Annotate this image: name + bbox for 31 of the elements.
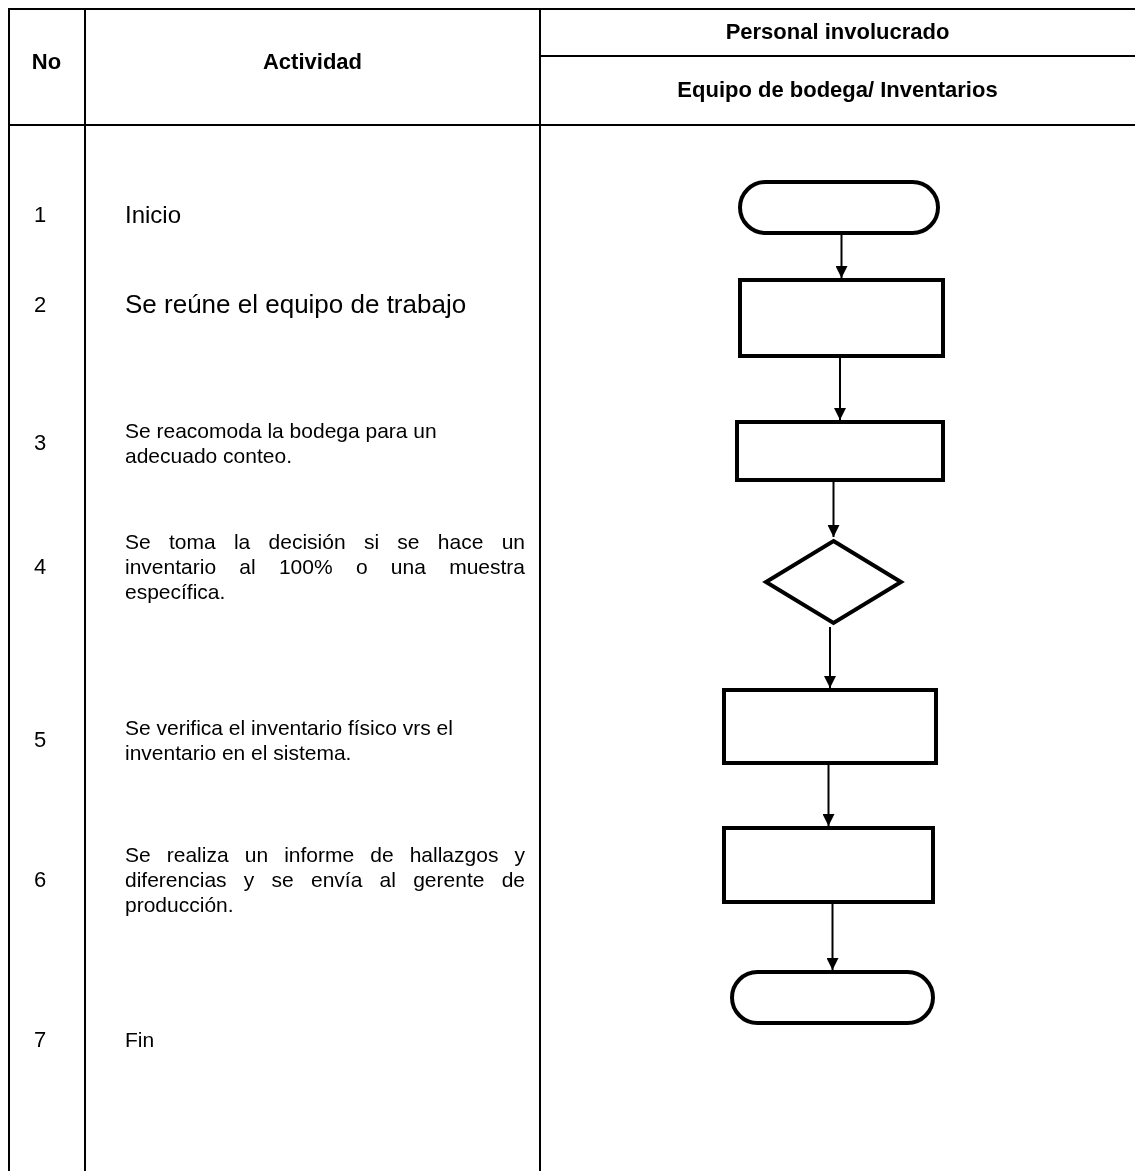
activity-text: Se realiza un informe de hallazgos y diferencias y se envía al gerente de producción. (125, 842, 525, 918)
arrow (827, 481, 840, 538)
step-number: 3 (32, 430, 48, 456)
process-box (722, 688, 938, 765)
column-header: Personal involucrado (724, 19, 951, 45)
step-number: 2 (32, 292, 48, 318)
column-header: Actividad (262, 49, 363, 75)
arrow (822, 764, 835, 827)
process-box (735, 420, 945, 482)
column-header: No (30, 49, 63, 75)
step-number: 4 (32, 554, 48, 580)
arrow (834, 357, 846, 421)
arrow (826, 903, 839, 971)
arrow (835, 234, 848, 279)
step-number: 7 (32, 1027, 48, 1053)
column-header: Equipo de bodega/ Inventarios (676, 77, 999, 103)
process-box (738, 278, 945, 358)
step-number: 6 (32, 867, 48, 893)
activity-text: Inicio (125, 200, 183, 230)
activity-text: Se verifica el inventario físico vrs el inventario en el sistema. (125, 714, 454, 766)
terminal-shape (738, 180, 940, 235)
step-number: 1 (32, 202, 48, 228)
arrow (824, 626, 836, 689)
process-box (722, 826, 935, 904)
activity-text: Se reacomoda la bodega para un adecuado conteo. (125, 417, 438, 469)
activity-text: Se reúne el equipo de trabajo (125, 289, 468, 321)
activity-text: Fin (125, 1027, 156, 1053)
activity-text: Se toma la decisión si se hace un inventario al 100% o una muestra específica. (125, 529, 525, 605)
decision-diamond (762, 537, 905, 627)
terminal-shape (730, 970, 935, 1025)
step-number: 5 (32, 727, 48, 753)
